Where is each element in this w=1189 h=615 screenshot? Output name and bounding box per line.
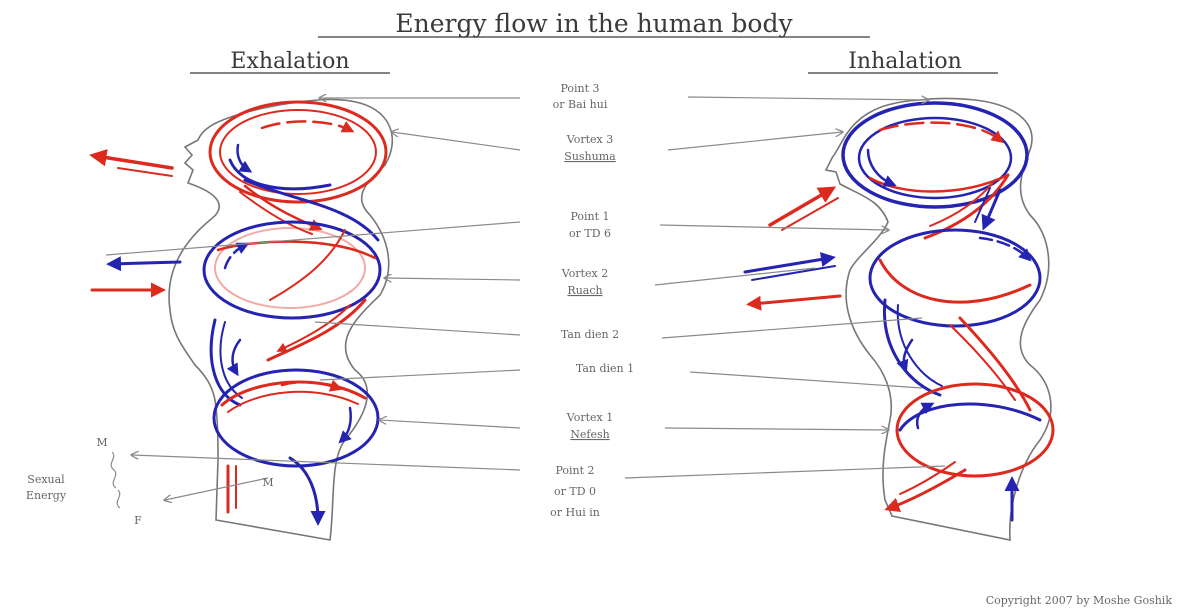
- label-tan-dien-2: Tan dien 2: [561, 328, 619, 341]
- m-top-label: M: [96, 436, 107, 449]
- wavy-line-bottom: [117, 490, 120, 508]
- f-label: F: [134, 514, 142, 527]
- svg-text:or Bai hui: or Bai hui: [553, 98, 608, 111]
- svg-text:or TD 6: or TD 6: [569, 227, 611, 240]
- wavy-line-top: [111, 452, 116, 488]
- exhalation-figure: [92, 75, 392, 540]
- svg-text:Tan dien 2: Tan dien 2: [561, 328, 619, 341]
- svg-text:Vortex 2: Vortex 2: [561, 267, 608, 280]
- label-vortex-1: Vortex 1 Nefesh: [566, 411, 613, 441]
- svg-text:Vortex 1: Vortex 1: [566, 411, 613, 424]
- sexual-label: Sexual: [27, 473, 65, 486]
- svg-text:or Hui in: or Hui in: [550, 506, 600, 519]
- label-vortex-3: Vortex 3 Sushuma: [564, 133, 616, 163]
- energy-label: Energy: [26, 489, 67, 502]
- svg-text:Sushuma: Sushuma: [564, 150, 616, 163]
- inhalation-heading: Inhalation: [848, 49, 962, 74]
- svg-text:Tan dien 1: Tan dien 1: [576, 362, 634, 375]
- label-tan-dien-1: Tan dien 1: [576, 362, 634, 375]
- exhalation-heading: Exhalation: [230, 49, 349, 74]
- svg-text:Point 1: Point 1: [570, 210, 609, 223]
- label-point-1: Point 1 or TD 6: [569, 210, 611, 240]
- center-labels: Point 3 or Bai hui Vortex 3 Sushuma Poin…: [550, 82, 634, 519]
- diagram-title: Energy flow in the human body: [395, 9, 793, 38]
- svg-text:Ruach: Ruach: [567, 284, 602, 297]
- svg-text:Nefesh: Nefesh: [570, 428, 609, 441]
- svg-text:or TD 0: or TD 0: [554, 485, 596, 498]
- copyright-text: Copyright 2007 by Moshe Goshik: [986, 594, 1173, 607]
- svg-text:Vortex 3: Vortex 3: [566, 133, 613, 146]
- svg-text:Point 3: Point 3: [560, 82, 599, 95]
- label-point-2: Point 2 or TD 0 or Hui in: [550, 464, 600, 519]
- label-point-3: Point 3 or Bai hui: [553, 82, 608, 111]
- m-inner-label: M: [262, 476, 273, 489]
- svg-text:Point 2: Point 2: [555, 464, 594, 477]
- label-vortex-2: Vortex 2 Ruach: [561, 267, 608, 297]
